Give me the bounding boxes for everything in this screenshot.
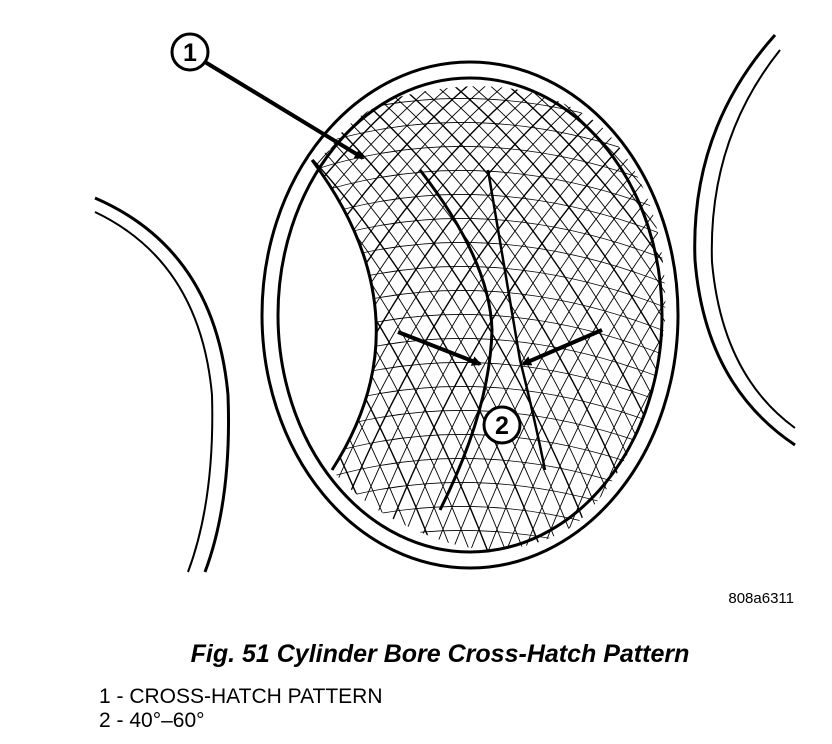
hatch-line [312,86,491,550]
hatch-line [379,86,666,550]
hatch-line [433,86,666,550]
hatch-line [312,86,437,550]
hatch-boundary [310,159,378,471]
hatch-line [312,86,455,550]
callout-1-label: 1 [183,39,197,67]
hatch-line [312,86,419,550]
figure-caption: Fig. 51 Cylinder Bore Cross-Hatch Patter… [190,640,690,668]
hatch-line [312,86,635,550]
hatch-line [312,86,599,550]
legend-item-2: 2 - 40°–60° [99,709,205,732]
hatch-line [312,86,579,550]
hatch-line [312,170,666,227]
hatch-line [312,86,383,550]
cross-hatch-pattern [0,40,700,600]
leader-arrow-2a [397,330,482,366]
cylinder-bore [260,60,680,570]
leader-arrow-1 [203,60,365,160]
hatch-line [312,86,561,550]
hatch-line [359,86,666,550]
hatch-line [451,86,666,550]
leader-arrow-2b [521,328,603,366]
hatch-line [312,122,666,179]
hatch-line [0,40,292,600]
hatch-line [467,86,666,550]
hatch-line [593,86,666,550]
hatch-line [312,86,471,550]
hatch-line [312,86,615,550]
hatch-line [312,86,651,550]
hatch-line [397,86,666,550]
hatch-line [361,86,666,550]
callout-2: 2 [482,405,522,445]
legend-item-1: 1 - CROSS-HATCH PATTERN [99,685,383,708]
hatch-line [415,86,666,550]
adjacent-bore-left [94,196,231,573]
hatch-line [449,86,666,550]
heavy-strokes [418,169,547,511]
hatch-line [647,86,666,550]
hatch-line [559,86,666,550]
hatch-line [469,86,666,550]
callout-2-label: 2 [495,412,509,440]
hatch-line [595,86,666,550]
adjacent-bore-right [693,34,796,447]
hatch-line [280,578,700,600]
cylinder-bore-diagram: 1 2 [0,32,796,600]
hatch-line [312,86,435,550]
leader-arrows [203,60,603,366]
hatch-line [312,86,473,550]
hatch-line [312,86,399,550]
hatch-line [312,530,666,550]
hatch-line [312,86,543,550]
callout-1: 1 [170,32,210,72]
hatch-line [325,86,666,550]
hatch-line [413,86,666,550]
hatch-line [312,86,509,550]
hatch-line [312,86,453,550]
hatch-line [280,554,700,600]
hatch-line [505,86,666,550]
hatch-line [341,86,666,550]
hatch-line [312,86,345,550]
hatch-line [431,86,666,550]
hatch-line [377,86,666,550]
hatch-line [557,86,666,550]
legend: 1 - CROSS-HATCH PATTERN 2 - 40°–60° [99,685,383,733]
hatch-line [629,86,666,550]
hatch-line [487,86,666,550]
hatch-line [312,86,507,550]
figure-id: 808a6311 [728,590,794,607]
hatch-line [541,86,666,550]
hatch-line [312,86,417,550]
hatch-line [312,86,381,550]
hatch-line [312,86,527,550]
hatch-line [312,86,489,550]
hatch-line [312,86,347,550]
hatch-line [312,86,597,550]
